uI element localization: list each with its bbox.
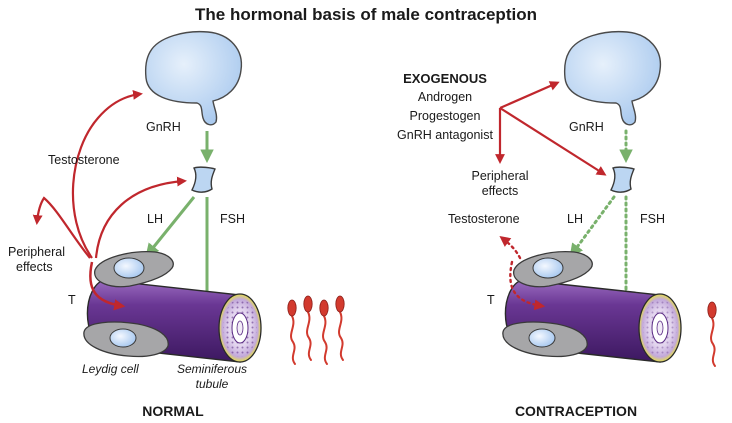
seminiferous-tubule-label-line1: Seminiferous: [177, 362, 247, 376]
leydig-cell-top-contraception: [513, 251, 593, 288]
lh-label: LH: [147, 212, 163, 226]
lh-arrow-suppressed: [569, 195, 616, 258]
sperm-cell: [335, 295, 345, 361]
agent-label-androgen: Androgen: [418, 90, 472, 104]
sperm-group-normal: [287, 295, 345, 365]
agent-label-progestogen: Progestogen: [410, 109, 481, 123]
sperm-tail: [710, 317, 716, 367]
normal-panel: GnRH Testosterone Peripheral effects LH …: [8, 30, 345, 419]
testosterone-label: Testosterone: [48, 153, 120, 167]
gnrh-label-contraception: GnRH: [569, 120, 604, 134]
contraception-panel: EXOGENOUS Androgen Progestogen GnRH anta…: [397, 30, 717, 419]
peripheral-effects-label-contraception-line1: Peripheral: [472, 169, 529, 183]
sperm-tail: [306, 311, 312, 361]
hypothalamus-shape-contraception: [563, 30, 662, 126]
t-to-tubule-arrow: [89, 261, 126, 311]
leydig-cell-bottom: [83, 321, 169, 358]
t-label: T: [68, 293, 76, 307]
sperm-cell: [319, 299, 329, 365]
hypothalamus-shape: [144, 30, 243, 126]
sperm-cell: [707, 301, 717, 367]
sperm-head: [335, 295, 345, 313]
sperm-cell: [303, 295, 313, 361]
exogenous-label: EXOGENOUS: [403, 71, 487, 86]
fsh-label-contraception: FSH: [640, 212, 665, 226]
agent-label-gnrh-antagonist: GnRH antagonist: [397, 128, 493, 142]
fsh-label: FSH: [220, 212, 245, 226]
exogenous-to-pituitary-arrow: [499, 107, 607, 176]
peripheral-effects-label-line1: Peripheral: [8, 245, 65, 259]
peripheral-effects-label-line2: effects: [16, 260, 53, 274]
leydig-cell-bottom-contraception: [502, 321, 588, 358]
pituitary-shape-contraception: [610, 166, 635, 193]
testosterone-arrow-suppressed: [499, 236, 522, 260]
t-label-contraception: T: [487, 293, 495, 307]
sperm-tail: [322, 315, 328, 365]
testosterone-to-hypothalamus-arrow: [71, 89, 143, 259]
sperm-head: [707, 301, 717, 319]
sperm-tail: [338, 311, 344, 361]
normal-panel-label: NORMAL: [142, 403, 204, 419]
testosterone-to-pituitary-arrow: [94, 176, 187, 259]
sperm-head: [303, 295, 313, 313]
peripheral-effects-label-contraception-line2: effects: [482, 184, 519, 198]
lh-arrow: [145, 196, 196, 258]
contraception-panel-label: CONTRACEPTION: [515, 403, 637, 419]
gnrh-label: GnRH: [146, 120, 181, 134]
sperm-group-contraception: [707, 301, 717, 367]
seminiferous-tubule-label-line2: tubule: [196, 377, 229, 391]
sperm-tail: [290, 315, 296, 365]
t-to-tubule-arrow-suppressed: [509, 260, 546, 311]
leydig-cell-top: [94, 251, 174, 288]
exogenous-to-hypothalamus-arrow: [499, 81, 560, 110]
pituitary-shape: [191, 166, 216, 193]
peripheral-effects-arrow: [32, 196, 91, 259]
testosterone-label-contraception: Testosterone: [448, 212, 520, 226]
sperm-head: [319, 299, 329, 317]
sperm-cell: [287, 299, 297, 365]
leydig-cell-label: Leydig cell: [82, 362, 139, 376]
lh-label-contraception: LH: [567, 212, 583, 226]
diagram-title: The hormonal basis of male contraception: [195, 5, 537, 24]
sperm-head: [287, 299, 297, 317]
